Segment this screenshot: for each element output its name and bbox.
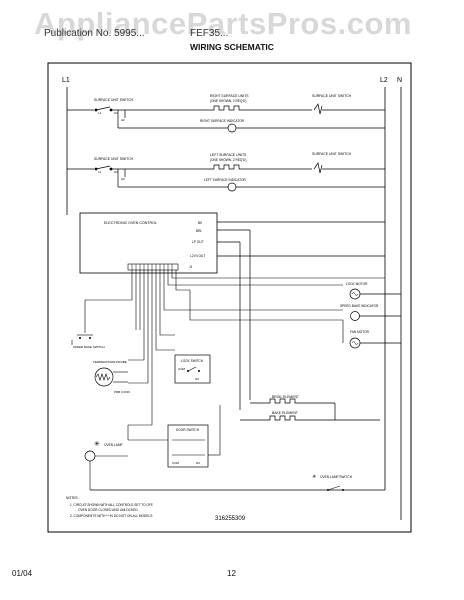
diagram-label: NC [195, 377, 200, 381]
terminal-l1b: L1 [98, 170, 102, 174]
surface-switch-icon-4 [313, 162, 323, 174]
line-label-n: N [397, 77, 402, 84]
diagram-label: J1 [189, 265, 193, 269]
note-1b: OVEN DOOR CLOSED AND UNLOCKED. [78, 508, 139, 512]
page-title: WIRING SCHEMATIC [190, 42, 274, 52]
diagram-label: NC [196, 461, 201, 465]
right-indicator-lamp-icon [227, 123, 237, 133]
door-switch-label: DOOR SWITCH [176, 428, 200, 432]
diagram-label: BK [198, 221, 203, 225]
note-1: 1. CIRCUIT SHOWN WITH ALL CONTROLS SET T… [70, 503, 154, 507]
left-units-label: LEFT SURFACE UNITS [210, 153, 247, 157]
broil-element-icon [250, 398, 335, 404]
speed-bake-switch-label: SPEED BAKE SWITCH [73, 345, 105, 349]
oven-lamp-label: OVEN LAMP [104, 443, 123, 447]
right-units-sub: (ONE SHOWN, 2 REQ'D) [210, 99, 246, 103]
surface-switch-icon-2 [313, 103, 323, 115]
surface-switch-label-3: SURFACE UNIT SWITCH [94, 157, 134, 161]
diagram-label: L2 IN OUT [190, 254, 205, 258]
diagram-label: H2 [121, 177, 125, 181]
control-connector [127, 263, 179, 271]
bake-element-label: BAKE ELEMENT [272, 411, 298, 415]
speed-bake-indicator-label: SPEED BAKE INDICATOR [340, 304, 379, 308]
lock-motor-label: LOCK MOTOR [346, 282, 368, 286]
door-switch-box [167, 424, 209, 468]
part-number: 316255309 [215, 516, 246, 522]
diagram-label: COM [172, 461, 180, 465]
model-number: FEF35... [190, 28, 229, 39]
left-indicator-label: LEFT SURFACE INDICATOR [204, 178, 246, 182]
oven-control-label: ELECTRONIC OVEN CONTROL [104, 221, 157, 225]
oven-control-box [79, 212, 218, 274]
watermark: AppliancePartsPros.com [34, 6, 412, 41]
speed-bake-indicator-icon [350, 311, 360, 321]
surface-switch-label-4: SURFACE UNIT SWITCH [312, 152, 352, 156]
oven-lamp-switch-label: OVEN LAMP SWITCH [320, 475, 353, 479]
diagram-label: LP OUT [192, 240, 204, 244]
terminal-h1: H1 [114, 111, 118, 115]
svg-text:✳: ✳ [312, 474, 316, 480]
right-indicator-label: RIGHT SURFACE INDICATOR [200, 119, 245, 123]
note-2: 2. COMPONENTS WITH ** IN DO NOT ON ALL M… [70, 514, 153, 518]
temp-probe-label: TEMPERATURE PROBE [93, 360, 127, 364]
left-indicator-lamp-icon [227, 182, 237, 192]
line-label-l2: L2 [380, 77, 388, 84]
lock-switch-box [174, 354, 211, 384]
page-number: 12 [227, 569, 236, 578]
terminal-h1b: H1 [114, 170, 118, 174]
oven-lamp-asterisk-icon: ✳ [94, 440, 100, 448]
schematic-frame [47, 62, 412, 533]
temp-probe-icon [94, 367, 114, 387]
left-units-sub: (ONE SHOWN, 2 REQ'D) [210, 158, 246, 162]
line-label-l1: L1 [62, 77, 70, 84]
diagram-label: H2 [121, 118, 125, 122]
right-element-icon [210, 105, 243, 111]
lock-switch-label: LOCK SWITCH [181, 359, 204, 363]
connector-pins [131, 264, 173, 270]
diagram-label: COM [178, 367, 186, 371]
footer-date: 01/04 [12, 569, 33, 578]
terminal-l1: L1 [98, 111, 102, 115]
left-element-icon [210, 164, 243, 170]
control-wires [84, 270, 385, 426]
surface-switch-label-2: SURFACE UNIT SWITCH [312, 94, 352, 98]
bake-element-icon [240, 415, 380, 421]
notes-heading: NOTES : [66, 496, 80, 500]
fan-motor-label: FAN MOTOR [350, 330, 370, 334]
diagram-label: BRL [196, 229, 202, 233]
broil-element-label: BROIL ELEMENT [272, 395, 299, 399]
oven-lamp-icon [84, 450, 96, 462]
probe-conn-label: PRB CONN [114, 390, 130, 394]
right-units-label: RIGHT SURFACE UNITS [210, 94, 249, 98]
publication-number: Publication No. 5995... [44, 28, 145, 39]
surface-switch-label-1: SURFACE UNIT SWITCH [94, 98, 134, 102]
